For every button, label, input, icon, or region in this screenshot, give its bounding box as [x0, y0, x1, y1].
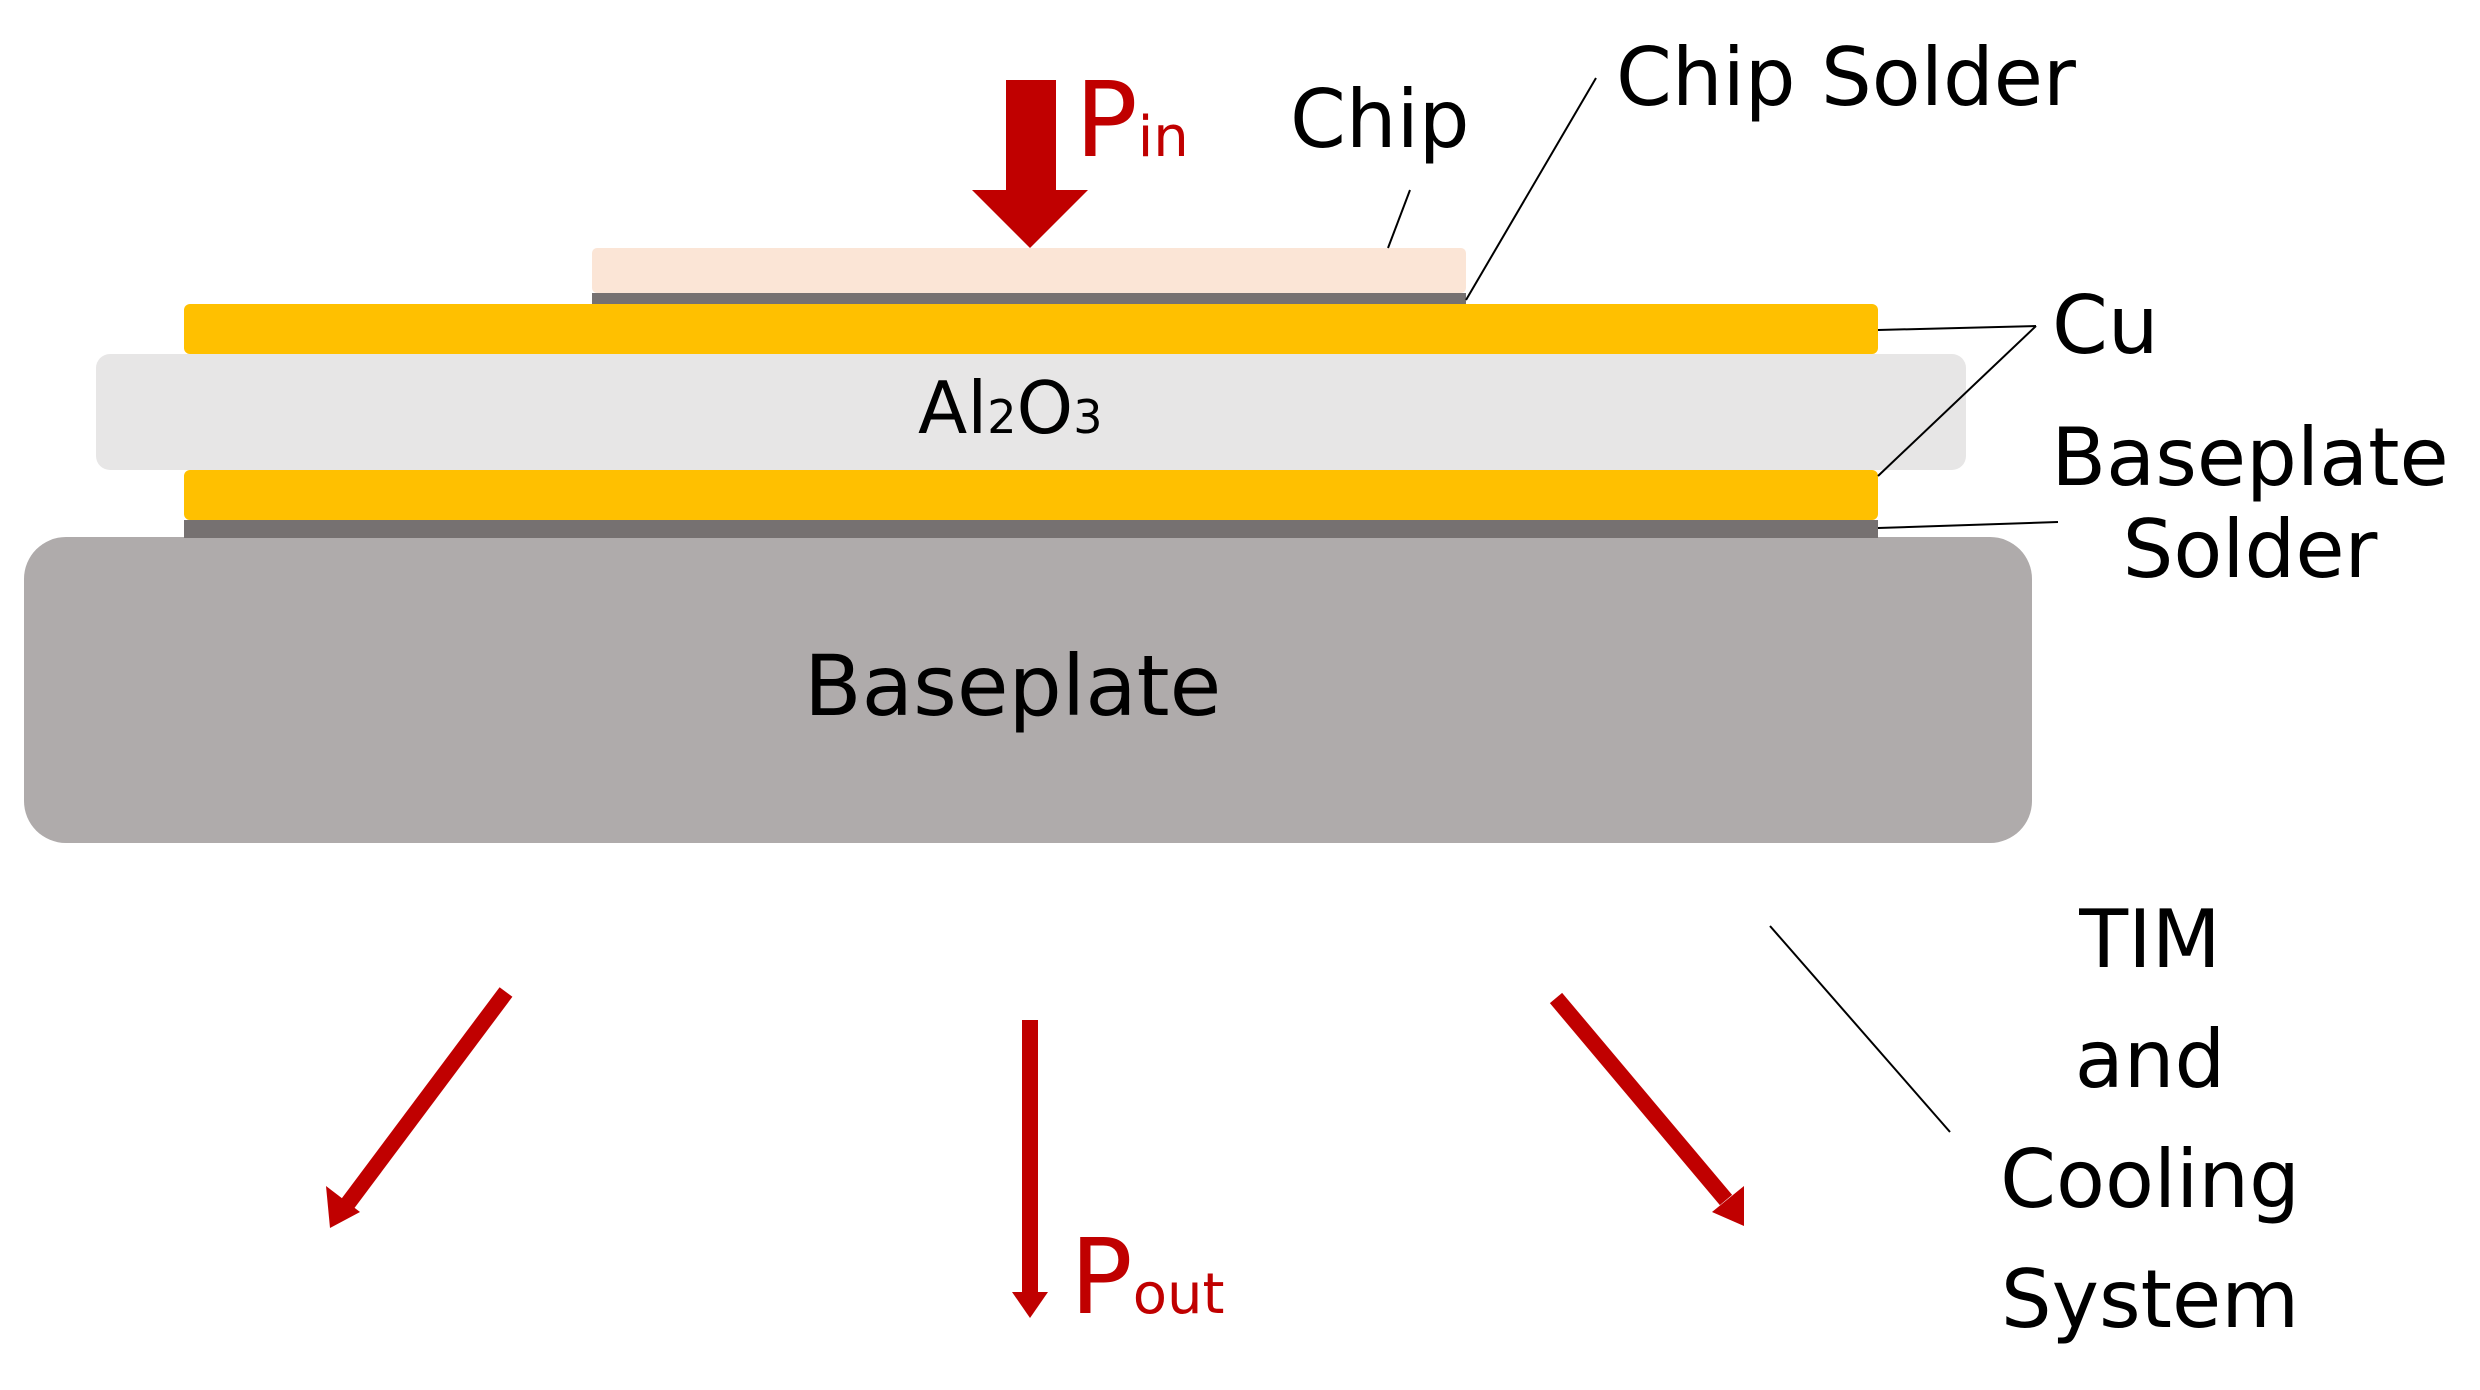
chip-solder-label: Chip Solder — [1616, 31, 2076, 124]
chip-leader-line — [1387, 189, 1411, 249]
al2o3-part-o: O — [1016, 366, 1074, 450]
baseplate-solder-leader-line — [1877, 521, 2059, 529]
chip-solder-layer — [592, 293, 1466, 304]
baseplate-solder-layer — [184, 520, 1878, 538]
tim-line1: TIM — [2079, 893, 2221, 986]
heat-input-arrow — [972, 80, 1088, 248]
p-in-label: Pin — [1075, 68, 1189, 172]
heat-output-arrow-left — [326, 987, 513, 1228]
chip-solder-leader-line — [1465, 77, 1597, 301]
cu-leader-line-upper — [1877, 325, 2037, 331]
heat-output-arrow-down — [1012, 1020, 1048, 1318]
al2o3-label: Al2O3 — [918, 372, 1103, 444]
p-in-sub: in — [1137, 105, 1189, 170]
al2o3-part-2: 2 — [987, 390, 1017, 444]
p-out-label: Pout — [1070, 1225, 1224, 1329]
tim-leader-line — [1769, 925, 1951, 1133]
baseplate-layer — [24, 537, 2032, 843]
p-in-main: P — [1075, 59, 1138, 181]
baseplate-label: Baseplate — [804, 637, 1222, 735]
al2o3-part-3: 3 — [1073, 390, 1103, 444]
tim-cooling-label: TIM and Cooling System — [1940, 900, 2360, 1340]
p-out-sub: out — [1132, 1262, 1225, 1327]
baseplate-solder-line1: Baseplate — [2051, 411, 2449, 504]
tim-line3: Cooling — [2000, 1133, 2300, 1226]
al2o3-layer — [96, 354, 1966, 470]
chip-label: Chip — [1290, 73, 1470, 166]
cu-label: Cu — [2052, 279, 2159, 372]
chip-layer — [592, 248, 1466, 293]
p-out-main: P — [1070, 1216, 1133, 1338]
heat-output-arrow-right — [1549, 992, 1744, 1226]
tim-line2: and — [2074, 1013, 2226, 1106]
upper-copper-layer — [184, 304, 1878, 354]
baseplate-solder-label: Baseplate Solder — [2040, 418, 2460, 590]
cu-leader-line-lower — [1877, 325, 2037, 477]
tim-line4: System — [2000, 1253, 2300, 1346]
lower-copper-layer — [184, 470, 1878, 520]
baseplate-solder-line2: Solder — [2122, 503, 2378, 596]
al2o3-part-al: Al — [918, 366, 988, 450]
